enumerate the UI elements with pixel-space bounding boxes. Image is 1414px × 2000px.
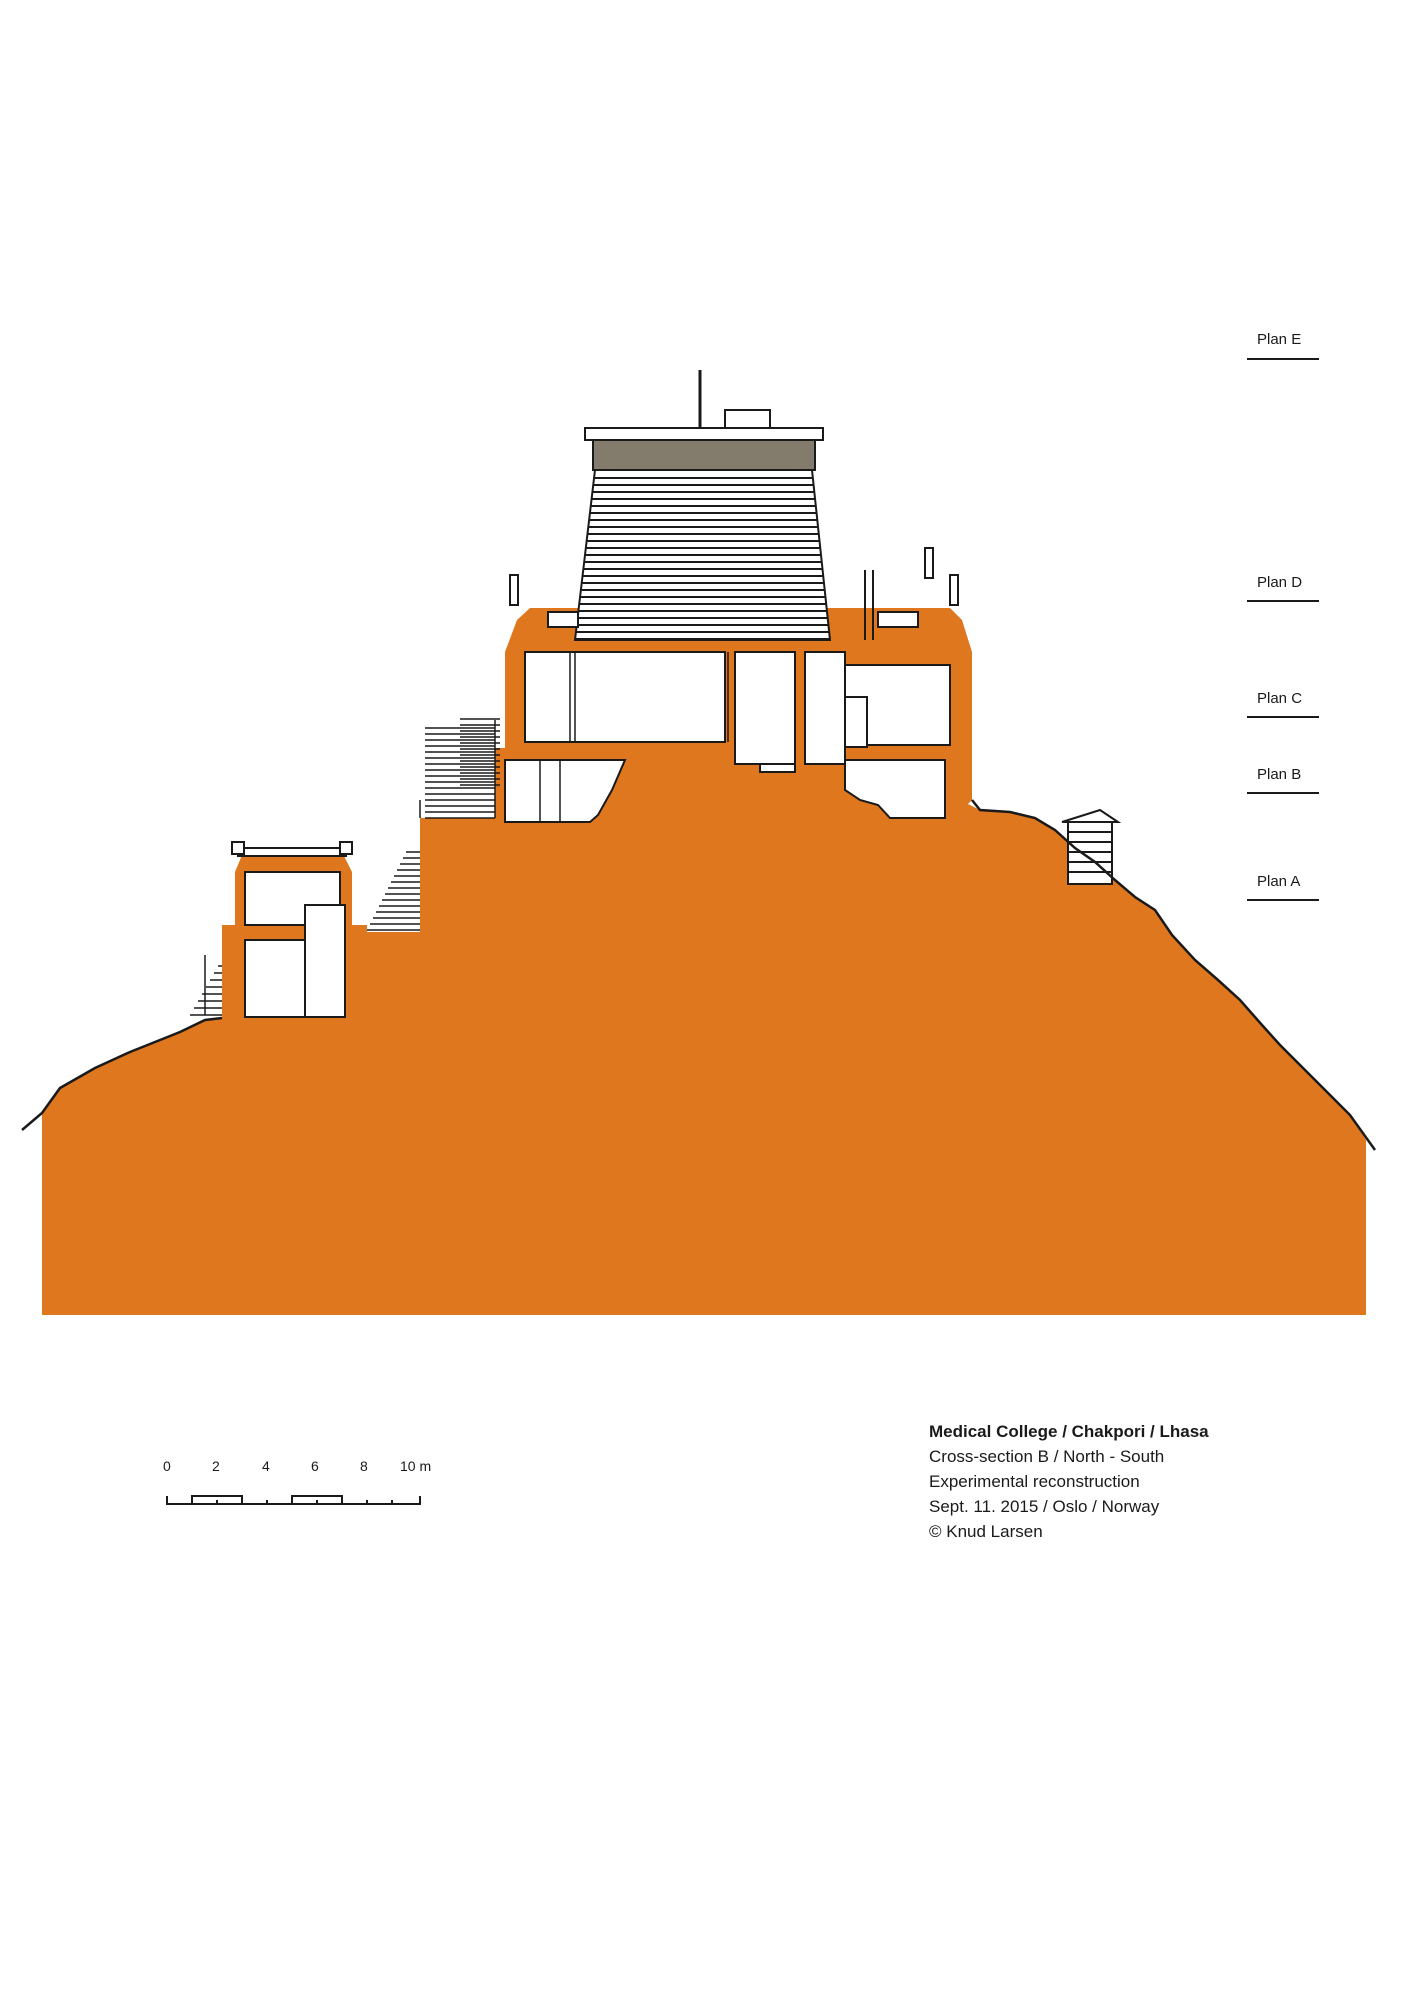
tower-top-box <box>724 409 771 429</box>
scale-label-6: 6 <box>311 1458 319 1474</box>
scale-label-0: 0 <box>163 1458 171 1474</box>
door-opening <box>844 696 868 748</box>
scale-label-10m: 10 m <box>400 1458 432 1474</box>
center-stair-notch <box>759 763 796 773</box>
scale-label-8: 8 <box>360 1458 368 1474</box>
caption-line: Cross-section B / North - South <box>929 1447 1165 1466</box>
plan-line-e <box>1247 358 1319 360</box>
caption-line: © Knud Larsen <box>929 1522 1043 1541</box>
plan-label-a: Plan A <box>1257 873 1301 890</box>
scale-label-4: 4 <box>262 1458 270 1474</box>
plan-line-b <box>1247 792 1319 794</box>
tower-cornice <box>584 427 824 441</box>
scale-bar <box>166 1495 421 1505</box>
plan-label-c: Plan C <box>1257 690 1303 707</box>
main-upper-room-1 <box>524 651 726 743</box>
terrain-section-fill <box>42 608 1366 1315</box>
right-slope-hut <box>1061 808 1122 885</box>
roof-parapets <box>509 547 959 640</box>
caption-line: Experimental reconstruction <box>929 1472 1140 1491</box>
plan-line-a <box>1247 899 1319 901</box>
plan-label-e: Plan E <box>1257 331 1302 348</box>
plan-line-c <box>1247 716 1319 718</box>
terrain-outline <box>21 799 1377 1151</box>
caption-line: Sept. 11. 2015 / Oslo / Norway <box>929 1497 1160 1516</box>
caption-title: Medical College / Chakpori / Lhasa <box>929 1422 1209 1441</box>
interior-detail-lines <box>539 652 729 822</box>
main-upper-room-3 <box>804 651 846 765</box>
main-lower-room-left <box>504 759 627 823</box>
scale-label-2: 2 <box>212 1458 220 1474</box>
plan-line-d <box>1247 600 1319 602</box>
plan-label-b: Plan B <box>1257 766 1302 783</box>
tower-roof-band <box>592 439 816 471</box>
main-lower-room-right <box>844 759 946 819</box>
left-house-stair <box>304 904 346 1018</box>
stairs-mid <box>367 718 500 931</box>
drawing-caption: Medical College / Chakpori / Lhasa Cross… <box>929 1419 1209 1544</box>
plan-label-d: Plan D <box>1257 574 1303 591</box>
tower-stripes <box>575 477 830 640</box>
left-house-roof <box>231 841 353 857</box>
stairs-left <box>190 955 222 1016</box>
main-upper-room-2 <box>734 651 796 765</box>
